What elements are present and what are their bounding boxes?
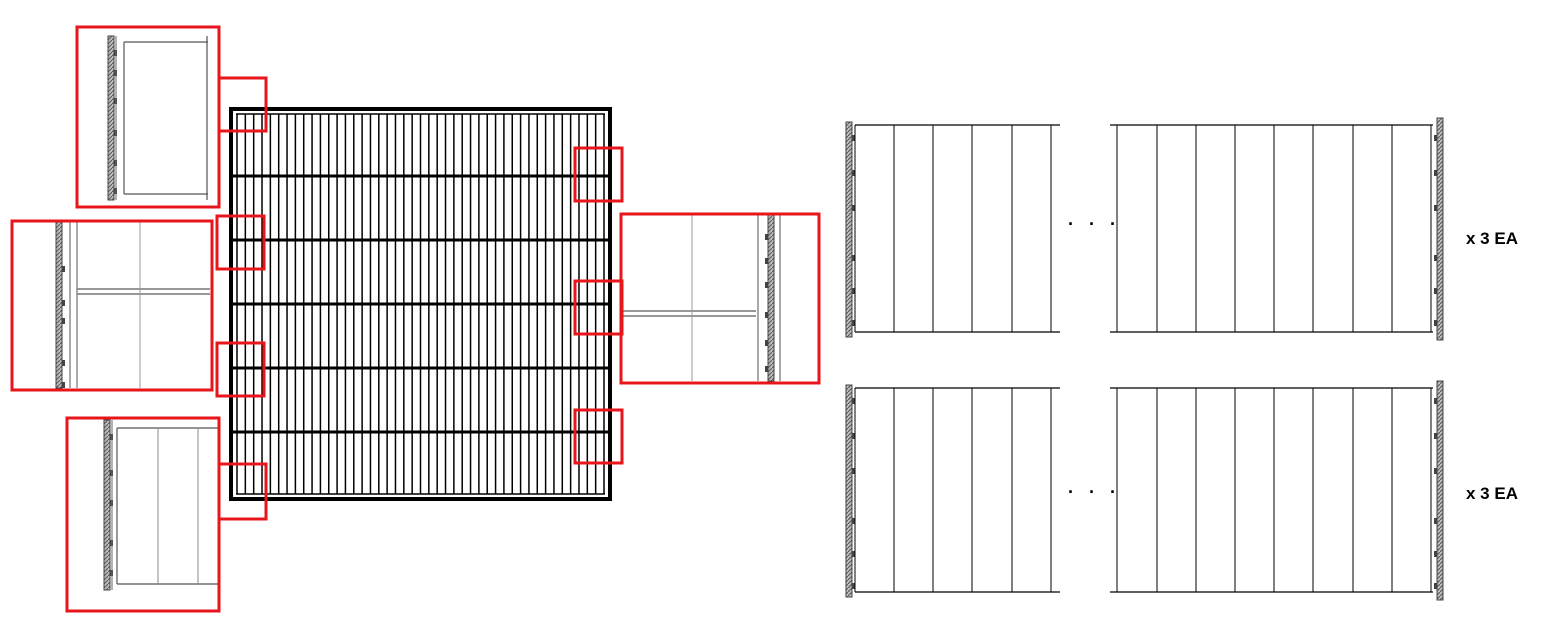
- wall-bracket: [765, 312, 768, 318]
- zoom-marker: [217, 462, 268, 521]
- wall-bracket: [62, 300, 65, 306]
- wall-bracket: [852, 135, 855, 141]
- wall-bracket: [62, 382, 65, 388]
- wall-bracket: [1434, 255, 1437, 261]
- detail-box-bottom-left: [65, 416, 221, 613]
- wall-bracket: [1434, 170, 1437, 176]
- wall-strip: [845, 121, 853, 338]
- wall-bracket: [852, 583, 855, 589]
- wall-strip: [845, 384, 853, 598]
- wall-bracket: [62, 318, 65, 324]
- wall-bracket: [852, 255, 855, 261]
- wall-bracket: [852, 320, 855, 326]
- row2-continuation-dots: · · ·: [1068, 482, 1121, 502]
- highlight-boxes: [10, 25, 821, 613]
- wall-bracket: [852, 205, 855, 211]
- detail-callouts: [55, 35, 781, 591]
- zoom-marker: [573, 279, 624, 336]
- wall-bracket: [852, 468, 855, 474]
- wall-bracket: [1434, 205, 1437, 211]
- zoom-marker: [217, 76, 268, 133]
- wall-bracket: [1434, 398, 1437, 404]
- elevation-rows: [845, 117, 1444, 601]
- wall-bracket: [852, 518, 855, 524]
- wall-strip: [767, 214, 775, 382]
- wall-bracket: [852, 170, 855, 176]
- wall-strip: [55, 221, 63, 389]
- wall-bracket: [852, 288, 855, 294]
- wall-bracket: [1434, 468, 1437, 474]
- wall-bracket: [852, 551, 855, 557]
- zoom-marker: [215, 341, 266, 398]
- wall-bracket: [765, 234, 768, 240]
- wall-bracket: [765, 366, 768, 372]
- zoom-marker: [573, 146, 624, 203]
- wall-bracket: [1434, 518, 1437, 524]
- wall-strip: [103, 419, 111, 591]
- detail-box-right: [619, 212, 821, 385]
- zoom-marker: [573, 408, 624, 465]
- wall-bracket: [1434, 135, 1437, 141]
- row1-continuation-dots: · · ·: [1068, 214, 1121, 234]
- wall-bracket: [62, 266, 65, 272]
- wall-bracket: [852, 433, 855, 439]
- zoom-marker: [215, 214, 266, 271]
- wall-bracket: [1434, 583, 1437, 589]
- wall-bracket: [765, 258, 768, 264]
- wall-bracket: [765, 340, 768, 346]
- wall-bracket: [1434, 288, 1437, 294]
- wall-strip: [1436, 117, 1444, 341]
- row2-quantity-label: x 3 EA: [1466, 484, 1518, 503]
- wall-bracket: [1434, 551, 1437, 557]
- detail-box-top-left: [75, 25, 221, 209]
- row1-quantity-label: x 3 EA: [1466, 229, 1518, 248]
- wall-bracket: [852, 398, 855, 404]
- detail-box-middle-left: [10, 219, 214, 392]
- wall-bracket: [62, 360, 65, 366]
- wall-bracket: [1434, 320, 1437, 326]
- wall-strip: [1436, 380, 1444, 601]
- wall-bracket: [1434, 433, 1437, 439]
- wall-bracket: [765, 282, 768, 288]
- panel-grid: [229, 107, 612, 501]
- wall-strip: [107, 35, 115, 201]
